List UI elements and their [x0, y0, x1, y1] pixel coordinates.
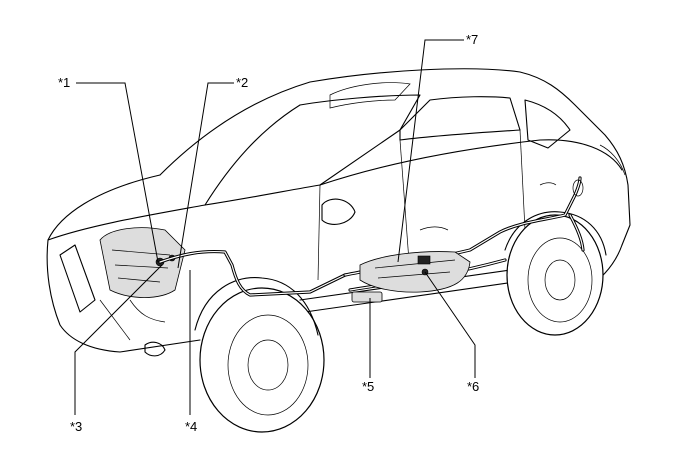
leader-3	[74, 264, 163, 415]
engine-assembly	[99, 227, 186, 323]
leader-lines	[74, 39, 476, 415]
callout-5: *5	[362, 379, 375, 394]
callout-2: *2	[236, 75, 249, 90]
leader-7	[397, 39, 464, 263]
callout-3: *3	[70, 419, 83, 434]
leader-2	[177, 82, 234, 269]
rear-wheel	[504, 211, 607, 336]
callout-4: *4	[185, 419, 198, 434]
callout-6: *6	[467, 379, 480, 394]
fuel-filler	[572, 179, 584, 197]
leader-1	[76, 82, 159, 263]
fuel-tank	[359, 251, 471, 293]
callout-1: *1	[58, 75, 71, 90]
callout-7: *7	[466, 32, 479, 47]
front-wheel	[194, 277, 325, 433]
leader-6	[424, 271, 476, 378]
